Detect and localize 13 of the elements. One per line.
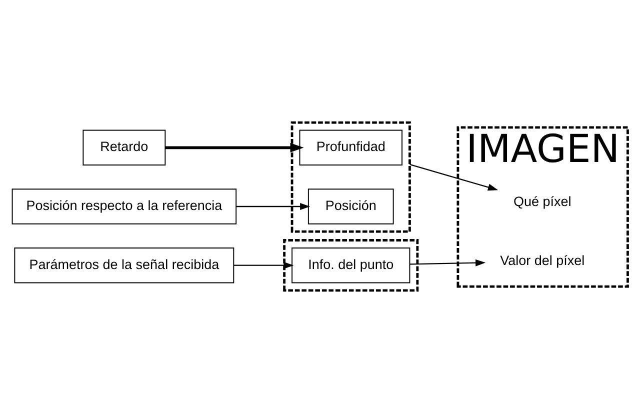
arrow (165, 142, 304, 152)
node-box: Profunfidad (299, 129, 402, 165)
node-box: Posición respecto a la referencia (12, 188, 237, 224)
node-box: Info. del punto (292, 247, 410, 283)
arrow (410, 258, 486, 266)
node-box: Retardo (82, 129, 166, 165)
node-text: Valor del píxel (500, 252, 585, 268)
node-box: Posición (308, 188, 394, 224)
arrow (410, 163, 498, 190)
arrow (234, 261, 294, 268)
node-box: Parámetros de la señal recibida (14, 247, 234, 283)
arrow (236, 202, 310, 210)
node-text: Qué píxel (513, 194, 572, 209)
